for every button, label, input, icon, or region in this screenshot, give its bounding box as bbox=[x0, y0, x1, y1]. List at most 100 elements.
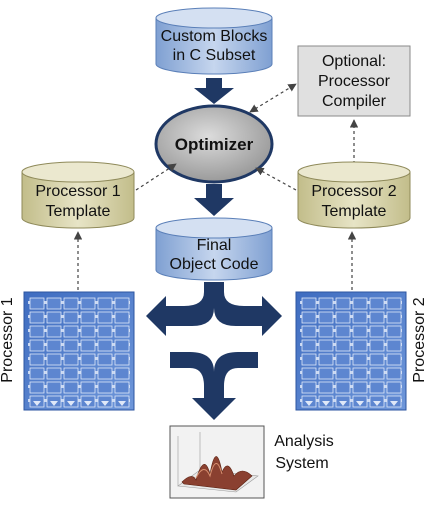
processor-compiler-line2: Processor bbox=[318, 73, 391, 90]
grid-cell bbox=[29, 311, 45, 324]
processor2-grid bbox=[295, 291, 407, 411]
grid-output-mark bbox=[84, 401, 92, 406]
grid-output-mark bbox=[373, 401, 381, 406]
arrow-custom-to-optimizer bbox=[194, 78, 234, 104]
grid-cell bbox=[63, 353, 79, 366]
grid-cell bbox=[352, 353, 368, 366]
processor1-grid bbox=[23, 291, 135, 411]
grid-bus-line bbox=[28, 315, 130, 318]
grid-cell bbox=[29, 353, 45, 366]
grid-cell bbox=[46, 367, 62, 380]
grid-cell bbox=[352, 311, 368, 324]
grid-cell bbox=[46, 381, 62, 394]
processor-compiler-line3: Compiler bbox=[322, 93, 387, 110]
grid-cell bbox=[63, 297, 79, 310]
grid-cell bbox=[97, 297, 113, 310]
grid-cell bbox=[97, 353, 113, 366]
grid-cell bbox=[318, 311, 334, 324]
grid-bus-line bbox=[300, 343, 402, 346]
grid-cell bbox=[369, 297, 385, 310]
grid-cell bbox=[63, 381, 79, 394]
grid-cell bbox=[80, 339, 96, 352]
grid-cell bbox=[369, 367, 385, 380]
grid-cell bbox=[114, 325, 130, 338]
grid-cell bbox=[97, 381, 113, 394]
grid-cell bbox=[114, 339, 130, 352]
grid-cell bbox=[318, 367, 334, 380]
grid-bus-line bbox=[28, 385, 130, 388]
final-object-code-line1: Final bbox=[197, 237, 232, 254]
grid-bus-line bbox=[300, 371, 402, 374]
grid-cell bbox=[335, 297, 351, 310]
grid-cell bbox=[386, 353, 402, 366]
grid-cell bbox=[97, 311, 113, 324]
grid-cell bbox=[46, 353, 62, 366]
grid-cell bbox=[335, 325, 351, 338]
grid-cell bbox=[97, 367, 113, 380]
grid-cell bbox=[63, 367, 79, 380]
processor2-template-line1: Processor 2 bbox=[311, 183, 396, 200]
grid-cell bbox=[301, 297, 317, 310]
grid-cell bbox=[29, 381, 45, 394]
grid-cell bbox=[352, 297, 368, 310]
grid-cell bbox=[80, 297, 96, 310]
grid-cell bbox=[301, 339, 317, 352]
grid-cell bbox=[369, 311, 385, 324]
processor-compiler-line1: Optional: bbox=[322, 53, 386, 70]
grid-output-mark bbox=[67, 401, 75, 406]
merge-arrow bbox=[170, 352, 258, 420]
grid-bus-line bbox=[300, 357, 402, 360]
grid-cell bbox=[114, 381, 130, 394]
custom-blocks-cylinder: Custom Blocks in C Subset bbox=[155, 7, 273, 75]
grid-cell bbox=[369, 353, 385, 366]
grid-cell bbox=[335, 311, 351, 324]
grid-cell bbox=[386, 297, 402, 310]
arrow-optimizer-to-final bbox=[194, 184, 234, 216]
grid-output-mark bbox=[50, 401, 58, 406]
analysis-system-line1: Analysis bbox=[274, 433, 334, 450]
grid-bus-line bbox=[300, 301, 402, 304]
custom-blocks-label-line1: Custom Blocks bbox=[161, 28, 268, 45]
final-object-code-cylinder: Final Object Code bbox=[155, 217, 273, 281]
grid-output-mark bbox=[101, 401, 109, 406]
grid-cell bbox=[63, 339, 79, 352]
grid-cell bbox=[335, 367, 351, 380]
grid-cell bbox=[318, 325, 334, 338]
grid-bus-line bbox=[28, 329, 130, 332]
grid-bus-line bbox=[300, 315, 402, 318]
grid-cell bbox=[301, 325, 317, 338]
grid-cell bbox=[386, 325, 402, 338]
processor2-template-line2: Template bbox=[322, 203, 387, 220]
grid-cell bbox=[80, 381, 96, 394]
grid-cell bbox=[386, 381, 402, 394]
grid-bus-line bbox=[28, 301, 130, 304]
grid-output-mark bbox=[322, 401, 330, 406]
grid-cell bbox=[29, 297, 45, 310]
grid-cell bbox=[318, 381, 334, 394]
grid-cell bbox=[386, 311, 402, 324]
grid-output-mark bbox=[339, 401, 347, 406]
grid-cell bbox=[352, 381, 368, 394]
grid-cell bbox=[386, 339, 402, 352]
grid-cell bbox=[63, 325, 79, 338]
grid-bus-line bbox=[28, 357, 130, 360]
optimizer-label: Optimizer bbox=[175, 135, 254, 154]
grid-cell bbox=[301, 367, 317, 380]
grid-cell bbox=[29, 367, 45, 380]
grid-cell bbox=[80, 311, 96, 324]
grid-cell bbox=[114, 311, 130, 324]
grid-cell bbox=[386, 367, 402, 380]
processor2-template-cylinder: Processor 2 Template bbox=[297, 161, 411, 229]
grid-cell bbox=[335, 339, 351, 352]
grid-cell bbox=[352, 367, 368, 380]
analysis-plot-thumbnail bbox=[169, 425, 265, 499]
split-arrow bbox=[146, 282, 282, 336]
processor1-template-cylinder: Processor 1 Template bbox=[21, 161, 135, 229]
grid-cell bbox=[97, 339, 113, 352]
grid-cell bbox=[63, 311, 79, 324]
dashed-connectors bbox=[73, 83, 359, 290]
grid-output-mark bbox=[390, 401, 398, 406]
final-object-code-line2: Object Code bbox=[170, 256, 259, 273]
